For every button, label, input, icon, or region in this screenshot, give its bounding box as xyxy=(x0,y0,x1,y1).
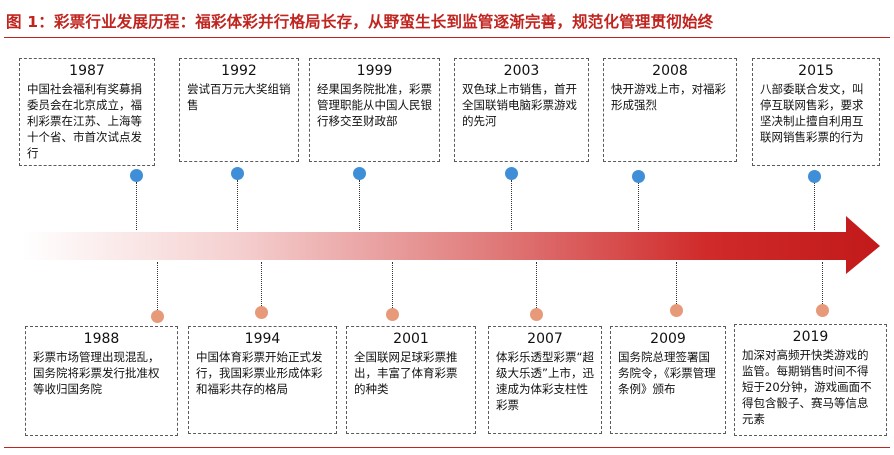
timeline-dot-2003 xyxy=(505,167,518,180)
event-year: 1994 xyxy=(244,331,281,347)
timeline-arrow xyxy=(22,216,880,274)
event-text: 国务院总理签署国务院令，《彩票管理条例》颁布 xyxy=(618,350,716,396)
event-card-2003: 2003 双色球上市销售，首开全国联销电脑彩票游戏的先河 xyxy=(454,58,589,162)
event-card-2001: 2001 全国联网足球彩票推出，丰富了体育彩票的种类 xyxy=(346,326,476,434)
event-card-2008: 2008 快开游戏上市，对福彩形成强烈 xyxy=(603,58,737,162)
timeline-dot-1992 xyxy=(231,167,244,180)
timeline-dot-2019 xyxy=(816,304,829,317)
connector-2019 xyxy=(822,262,823,304)
timeline-dot-2015 xyxy=(808,170,821,183)
event-card-2015: 2015 八部委联合发文，叫停互联网售彩，要求坚决制止擅自利用互联网销售彩票的行… xyxy=(752,58,880,166)
connector-1992 xyxy=(237,180,238,230)
event-year: 2007 xyxy=(527,331,563,347)
event-text: 全国联网足球彩票推出，丰富了体育彩票的种类 xyxy=(354,350,458,396)
timeline-dot-1999 xyxy=(353,167,366,180)
event-year: 2015 xyxy=(798,63,834,79)
timeline-dot-1994 xyxy=(255,306,268,319)
timeline-dot-2008 xyxy=(632,170,645,183)
event-card-1999: 1999 经果国务院批准，彩票管理职能从中国人民银行移交至财政部 xyxy=(309,58,440,162)
event-text: 双色球上市销售，首开全国联销电脑彩票游戏的先河 xyxy=(462,82,577,128)
event-year: 2001 xyxy=(393,331,429,347)
connector-1994 xyxy=(261,262,262,306)
event-year: 1999 xyxy=(356,63,393,79)
event-year: 2019 xyxy=(792,329,829,345)
event-text: 尝试百万元大奖组销售 xyxy=(187,82,291,112)
event-card-2019: 2019 加深对高频开快类游戏的监管。每期销售时间不得短于20分钟，游戏画面不得… xyxy=(734,324,887,436)
event-text: 经果国务院批准，彩票管理职能从中国人民银行移交至财政部 xyxy=(317,82,432,128)
event-year: 1988 xyxy=(83,331,120,347)
figure-title: 图 1：彩票行业发展历程：福彩体彩并行格局长存，从野蛮生长到监管逐渐完善，规范化… xyxy=(6,13,714,31)
event-card-1992: 1992 尝试百万元大奖组销售 xyxy=(179,58,299,162)
connector-1987 xyxy=(136,182,137,230)
event-card-2007: 2007 体彩乐透型彩票“超级大乐透”上市，迅速成为体彩支柱性彩票 xyxy=(488,326,602,434)
connector-2008 xyxy=(638,183,639,230)
event-text: 加深对高频开快类游戏的监管。每期销售时间不得短于20分钟，游戏画面不得包含骰子、… xyxy=(742,348,872,426)
event-year: 2009 xyxy=(650,331,686,347)
connector-1999 xyxy=(359,180,360,230)
event-year: 2008 xyxy=(652,63,688,79)
timeline-dot-2001 xyxy=(386,308,399,321)
connector-2001 xyxy=(392,262,393,308)
event-card-1994: 1994 中国体育彩票开始正式发行，我国彩票业形成体彩和福彩共存的格局 xyxy=(188,326,337,434)
event-year: 2003 xyxy=(503,63,540,79)
connector-2015 xyxy=(814,183,815,230)
event-text: 快开游戏上市，对福彩形成强烈 xyxy=(611,82,726,112)
event-text: 中国体育彩票开始正式发行，我国彩票业形成体彩和福彩共存的格局 xyxy=(196,350,323,396)
bottom-divider xyxy=(4,447,890,448)
event-text: 中国社会福利有奖募捐委员会在北京成立，福利彩票在江苏、上海等十个省、市首次试点发… xyxy=(27,82,142,160)
connector-2009 xyxy=(676,262,677,304)
event-card-2009: 2009 国务院总理签署国务院令，《彩票管理条例》颁布 xyxy=(610,326,726,434)
timeline-dot-1987 xyxy=(130,169,143,182)
connector-1988 xyxy=(157,262,158,310)
connector-2007 xyxy=(536,262,537,308)
event-year: 1992 xyxy=(221,63,257,79)
connector-2003 xyxy=(511,180,512,230)
event-card-1988: 1988 彩票市场管理出现混乱，国务院将彩票发行批准权等收归国务院 xyxy=(25,326,178,436)
event-text: 体彩乐透型彩票“超级大乐透”上市，迅速成为体彩支柱性彩票 xyxy=(496,350,594,412)
event-text: 彩票市场管理出现混乱，国务院将彩票发行批准权等收归国务院 xyxy=(33,350,160,396)
event-text: 八部委联合发文，叫停互联网售彩，要求坚决制止擅自利用互联网销售彩票的行为 xyxy=(760,82,864,144)
timeline-dot-1988 xyxy=(151,310,164,323)
event-year: 1987 xyxy=(69,63,105,79)
timeline-dot-2009 xyxy=(670,304,683,317)
title-divider xyxy=(4,37,890,38)
timeline-dot-2007 xyxy=(530,308,543,321)
event-card-1987: 1987 中国社会福利有奖募捐委员会在北京成立，福利彩票在江苏、上海等十个省、市… xyxy=(19,58,155,166)
